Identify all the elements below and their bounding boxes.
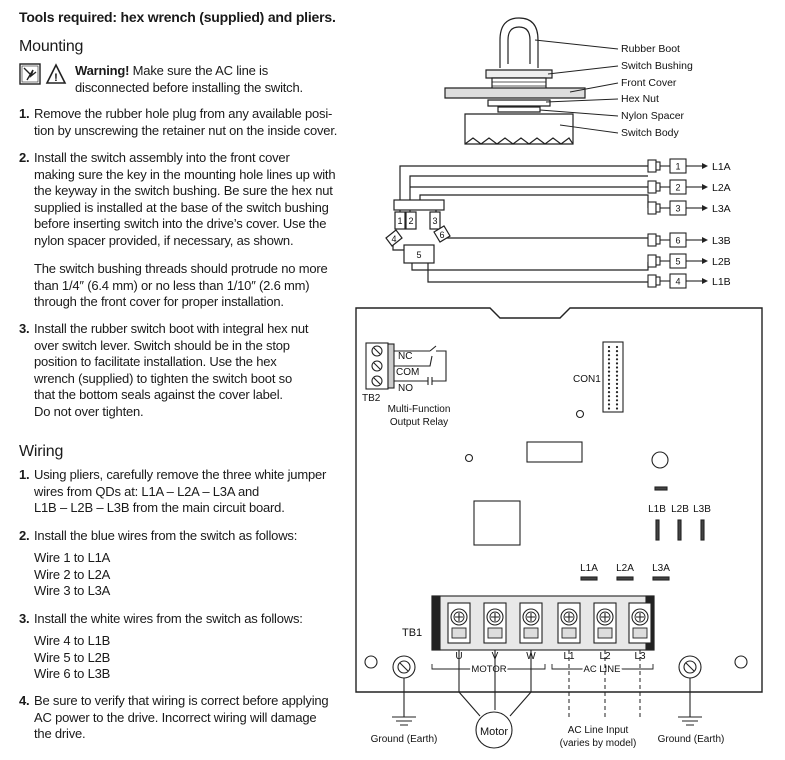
warning-text: Warning! Make sure the AC line is discon… — [75, 63, 303, 95]
tb1-label: TB1 — [402, 627, 422, 639]
target-L2A: L2A — [712, 182, 731, 194]
board-features — [364, 409, 748, 669]
label-front-cover: Front Cover — [621, 77, 677, 89]
relay-nc: NC — [398, 351, 412, 362]
switch-terminal-numbers: 1 2 3 4 5 6 — [391, 216, 444, 260]
connector-4: 4 L1B — [647, 273, 731, 289]
target-L3A: L3A — [712, 203, 731, 215]
motor-label: Motor — [480, 726, 508, 738]
svg-text:L2: L2 — [599, 651, 611, 662]
ground-right — [678, 655, 702, 726]
label-hex-nut: Hex Nut — [621, 93, 659, 105]
connector-6: 6 L3B — [647, 232, 731, 248]
wire-step-4: 4. Be sure to verify that wiring is corr… — [19, 693, 329, 741]
ground-left — [392, 655, 416, 726]
terminal-letters: U V W L1 L2 L3 — [455, 651, 646, 662]
svg-text:L3A: L3A — [652, 563, 670, 574]
tb1-terminal-block — [431, 595, 655, 651]
label-switch-body: Switch Body — [621, 127, 680, 139]
svg-text:2: 2 — [408, 216, 413, 226]
mount-step-1: 1. Remove the rubber hole plug from any … — [19, 106, 338, 138]
motor-symbol — [458, 650, 532, 749]
connector-5: 5 L2B — [647, 253, 731, 269]
target-L2B: L2B — [712, 256, 731, 268]
circuit-board — [355, 307, 763, 693]
svg-text:L3: L3 — [634, 651, 646, 662]
wire-step-2: 2. Install the blue wires from the switc… — [19, 528, 298, 543]
svg-text:3: 3 — [675, 204, 680, 214]
svg-text:L3B: L3B — [693, 504, 711, 515]
connector-1: 1 L1A — [647, 158, 731, 174]
mount-step-2: 2. Install the switch assembly into the … — [19, 150, 336, 248]
relay-com: COM — [396, 367, 419, 378]
target-L1A: L1A — [712, 161, 731, 173]
svg-text:AC LINE: AC LINE — [584, 664, 621, 675]
wiring-heading: Wiring — [19, 443, 64, 460]
svg-text:L1A: L1A — [580, 563, 598, 574]
svg-text:2: 2 — [675, 183, 680, 193]
group-brackets — [431, 664, 654, 670]
relay-caption-1: Multi-Function — [388, 404, 451, 415]
svg-text:L1: L1 — [563, 651, 575, 662]
mount-step-3: 3. Install the rubber switch boot with i… — [19, 321, 309, 419]
label-nylon-spacer: Nylon Spacer — [621, 110, 685, 122]
svg-text:L2B: L2B — [671, 504, 689, 515]
tools-required: Tools required: hex wrench (supplied) an… — [19, 9, 336, 25]
ground-right-label: Ground (Earth) — [658, 734, 725, 745]
svg-text:5: 5 — [675, 257, 680, 267]
ac-input-label: AC Line Input — [568, 725, 629, 736]
svg-text:L1B: L1B — [648, 504, 666, 515]
connector-3: 3 L3A — [647, 200, 731, 216]
tb2-label: TB2 — [362, 393, 381, 404]
svg-text:3: 3 — [432, 216, 437, 226]
label-rubber-boot: Rubber Boot — [621, 43, 680, 55]
ac-input-sub: (varies by model) — [560, 738, 637, 749]
ground-left-label: Ground (Earth) — [371, 734, 438, 745]
svg-text:4: 4 — [675, 277, 680, 287]
svg-text:MOTOR: MOTOR — [471, 664, 506, 675]
tb2-labels: TB2 NC COM NO Multi-Function Output Rela… — [362, 351, 450, 428]
relay-no: NO — [398, 383, 413, 394]
svg-text:4: 4 — [391, 234, 396, 244]
target-L3B: L3B — [712, 235, 731, 247]
svg-text:1: 1 — [397, 216, 402, 226]
switch-assembly-drawing — [444, 17, 586, 145]
svg-text:1: 1 — [675, 162, 680, 172]
ac-input-lines — [568, 650, 641, 720]
wire-step-3: 3. Install the white wires from the swit… — [19, 611, 303, 626]
svg-text:L2A: L2A — [616, 563, 634, 574]
label-switch-bushing: Switch Bushing — [621, 60, 693, 72]
svg-text:5: 5 — [416, 250, 421, 260]
wire-list-white: Wire 4 to L1B Wire 5 to L2B Wire 6 to L3… — [34, 633, 111, 681]
switch-leader-lines — [534, 39, 619, 134]
group-labels: MOTOR AC LINE — [469, 662, 622, 677]
tb2-relay — [365, 342, 447, 390]
switch-block — [385, 199, 451, 264]
mount-note: The switch bushing threads should protru… — [34, 261, 328, 309]
svg-text:6: 6 — [439, 230, 444, 240]
target-L1B: L1B — [712, 276, 731, 288]
wire-list-blue: Wire 1 to L1A Wire 2 to L2A Wire 3 to L3… — [34, 550, 111, 598]
con1-label: CON1 — [573, 374, 601, 385]
qd-labels: L1B L2B L3B L1A L2A L3A — [580, 504, 711, 574]
mounting-heading: Mounting — [19, 38, 84, 55]
con1-header — [602, 341, 624, 413]
quick-disconnect-connectors: 1 L1A 2 L2A 3 L3A 6 L3B 5 L2B 4 L1B — [647, 158, 731, 289]
relay-caption-2: Output Relay — [390, 417, 448, 428]
connector-2: 2 L2A — [647, 179, 731, 195]
wire-step-1: 1. Using pliers, carefully remove the th… — [19, 467, 327, 515]
svg-text:6: 6 — [675, 236, 680, 246]
switch-part-labels: Rubber Boot Switch Bushing Front Cover H… — [621, 43, 693, 139]
